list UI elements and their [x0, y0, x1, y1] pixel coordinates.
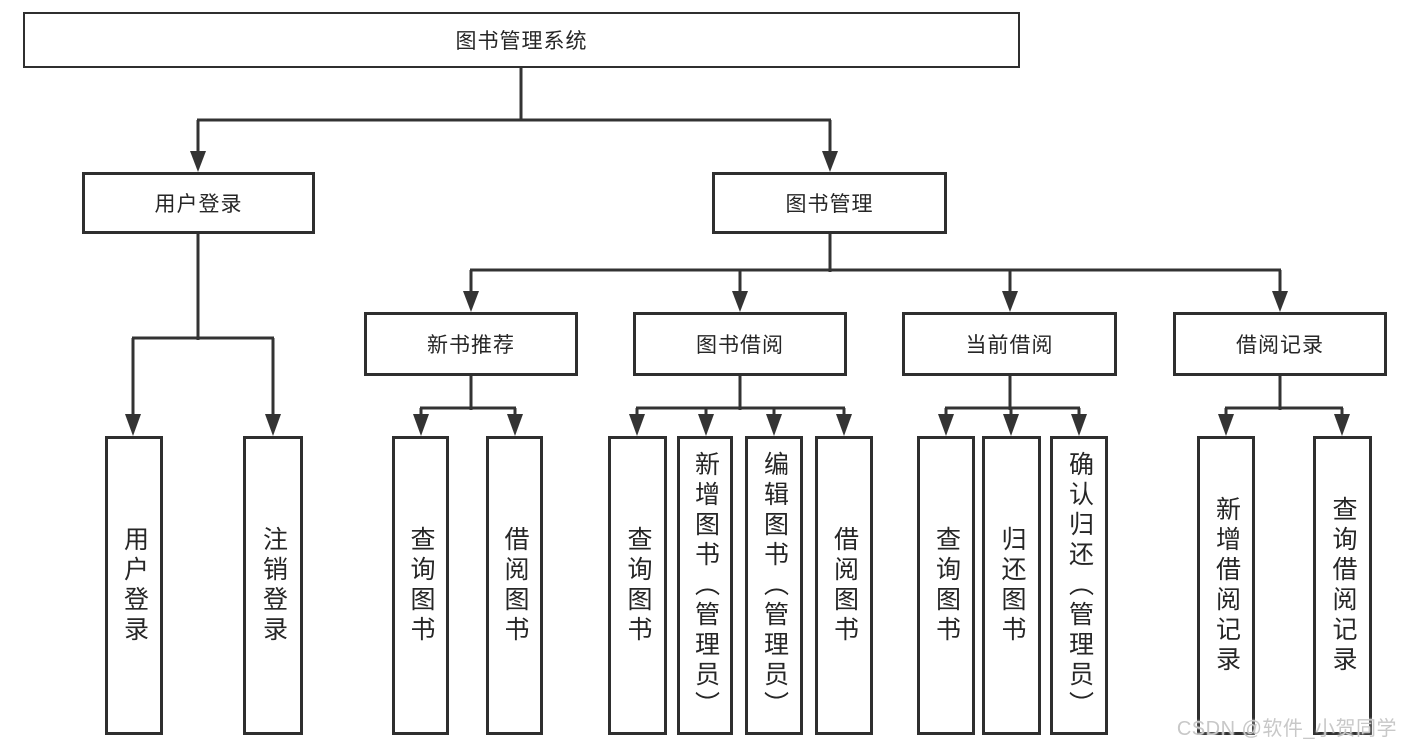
node-new-book-recommendation: 新书推荐: [364, 312, 578, 376]
leaf-label: 新增借阅记录: [1212, 495, 1241, 676]
leaf-label: 编辑图书（管理员）: [760, 450, 789, 721]
leaf-label: 用户登录: [120, 525, 149, 646]
leaf-label: 查询借阅记录: [1329, 495, 1357, 676]
node-borrowing-records: 借阅记录: [1173, 312, 1387, 376]
leaf-label: 确认归还（管理员）: [1065, 450, 1094, 721]
leaf-label: 借阅图书: [830, 525, 859, 646]
leaf-return-book: 归还图书: [982, 436, 1041, 735]
node-current-borrowing: 当前借阅: [902, 312, 1117, 376]
leaf-label: 新增图书（管理员）: [691, 450, 720, 721]
leaf-borrow-books-recommend: 借阅图书: [486, 436, 543, 735]
node-book-management: 图书管理: [712, 172, 947, 234]
leaf-query-books-borrowing: 查询图书: [608, 436, 667, 735]
leaf-label: 查询图书: [932, 525, 961, 646]
leaf-logout: 注销登录: [243, 436, 303, 735]
leaf-label: 归还图书: [998, 525, 1026, 646]
leaf-add-borrow-record: 新增借阅记录: [1197, 436, 1255, 735]
node-book-borrowing: 图书借阅: [633, 312, 847, 376]
node-library-management-system: 图书管理系统: [23, 12, 1020, 68]
leaf-user-login: 用户登录: [105, 436, 163, 735]
leaf-add-book-admin: 新增图书（管理员）: [677, 436, 733, 735]
leaf-label: 查询图书: [407, 525, 435, 646]
leaf-query-books-current: 查询图书: [917, 436, 975, 735]
leaf-edit-book-admin: 编辑图书（管理员）: [745, 436, 803, 735]
leaf-label: 借阅图书: [501, 525, 529, 646]
leaf-label: 查询图书: [624, 525, 652, 646]
leaf-label: 注销登录: [259, 525, 288, 646]
watermark: CSDN @软件_小贺同学: [1176, 718, 1397, 740]
leaf-query-borrow-record: 查询借阅记录: [1313, 436, 1372, 735]
leaf-query-books-recommend: 查询图书: [392, 436, 449, 735]
leaf-borrow-books-borrowing: 借阅图书: [815, 436, 873, 735]
node-user-login: 用户登录: [82, 172, 315, 234]
leaf-confirm-return-admin: 确认归还（管理员）: [1050, 436, 1108, 735]
